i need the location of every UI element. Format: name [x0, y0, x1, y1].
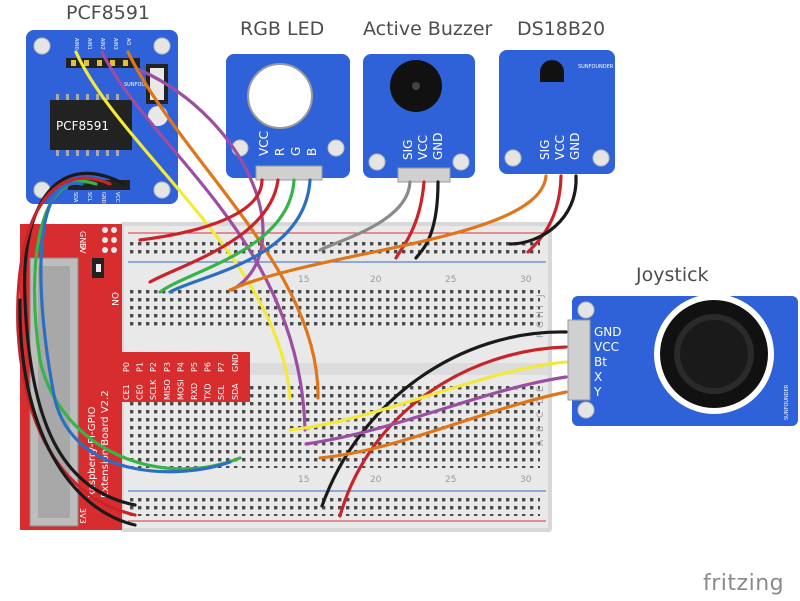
pcf-pin-ain1: AIN1 [86, 38, 92, 50]
gpio-pin-number: P5 [190, 362, 199, 372]
title-joystick: Joystick [636, 264, 709, 286]
gpio-board-subtitle: Extension Board V2.2 [100, 390, 111, 498]
ds18b20-pin-sig: SIG [538, 140, 552, 160]
joystick-brand: SUNFOUNDER [784, 384, 790, 420]
pcf-brand: SUNFOUNDER [124, 82, 160, 88]
pcf-pin-ain3: AIN3 [112, 38, 118, 50]
ds18b20-pin-gnd: GND [568, 132, 582, 160]
title-pcf8591: PCF8591 [66, 2, 151, 24]
buzzer-module: SIG VCC GND [363, 54, 475, 183]
bb-col-15-bottom: 15 [298, 475, 309, 485]
joystick-pin-gnd: GND [594, 325, 622, 339]
gpio-pin-label: SDA [231, 383, 240, 400]
gpio-pin-label: CE0 [136, 384, 145, 400]
gpio-3v3-label: 3V3 [78, 508, 87, 524]
pcf8591-module: AIN0 AIN1 AIN2 AIN3 AO SUNFOUNDER PCF859… [26, 30, 178, 204]
wires [16, 50, 578, 527]
title-active-buzzer: Active Buzzer [363, 18, 493, 40]
gpio-pin-number: P3 [163, 362, 172, 372]
bb-row-letter: D [536, 397, 546, 404]
rgb-pin-b: B [305, 148, 319, 156]
gpio-pin-label: TXD [204, 383, 213, 401]
gpio-5v-label: 5V [78, 243, 87, 254]
bb-col-20-bottom: 20 [370, 475, 382, 485]
gpio-pin-label: SCLK [149, 379, 158, 400]
gpio-pin-number: P6 [204, 362, 213, 372]
joystick-pin-x: X [594, 370, 602, 384]
bb-row-letter: G [536, 321, 546, 328]
gpio-pin-number: P0 [122, 362, 131, 372]
bb-col-25: 25 [445, 275, 456, 285]
bb-row-letter: H [536, 311, 546, 318]
gpio-pin-label: CE1 [122, 384, 131, 400]
gpio-pin-label: RXD [190, 383, 199, 400]
bb-col-15: 15 [298, 275, 309, 285]
bb-col-30-bottom: 30 [520, 475, 532, 485]
fritzing-logo: fritzing [703, 571, 785, 596]
pcf-pin-ain2: AIN2 [99, 38, 105, 50]
pcf-pin-gnd: GND [100, 192, 106, 204]
bb-row-letter: C [536, 412, 546, 418]
pcf-pin-sda: SDA [72, 192, 78, 203]
buzzer-pin-vcc: VCC [416, 135, 430, 160]
ds18b20-module: SUNFOUNDER SIG VCC GND [499, 50, 615, 174]
ds18b20-pin-vcc: VCC [553, 135, 567, 160]
pcf-pin-ao: AO [125, 38, 131, 45]
bb-col-20: 20 [370, 275, 382, 285]
bb-row-letter: F [536, 333, 546, 338]
gpio-pin-label: SCL [217, 384, 226, 400]
joystick-pin-bt: Bt [594, 355, 607, 369]
rgb-pin-vcc: VCC [257, 131, 271, 156]
bb-col-30: 30 [520, 275, 532, 285]
title-rgb-led: RGB LED [240, 18, 325, 40]
gpio-gnd-label: GND [78, 231, 87, 249]
rgb-pin-g: G [289, 147, 303, 156]
buzzer-pin-gnd: GND [431, 132, 445, 160]
gpio-pin-number: P2 [149, 362, 158, 372]
bb-col-25-bottom: 25 [445, 475, 456, 485]
bb-row-letter: J [536, 294, 546, 298]
gpio-pin-number: GND [231, 354, 240, 372]
bb-row-letter: B [536, 426, 546, 432]
gpio-pin-number: P4 [176, 362, 185, 372]
title-ds18b20: DS18B20 [517, 18, 606, 40]
pcf-chip-label: PCF8591 [56, 119, 109, 133]
buzzer-pin-sig: SIG [401, 140, 415, 160]
pcf-pin-scl: SCL [86, 192, 92, 202]
bb-row-letter: I [536, 305, 546, 308]
gpio-pin-number: P1 [136, 362, 145, 372]
joystick-pin-vcc: VCC [594, 340, 619, 354]
pcf-pin-vcc: VCC [114, 192, 120, 203]
gpio-on-label: ON [109, 292, 119, 306]
gpio-pin-number: P7 [217, 362, 226, 372]
rgb-led-module: VCC R G B [226, 54, 350, 181]
ds18b20-brand: SUNFOUNDER [578, 64, 614, 70]
bb-row-letter: A [536, 439, 546, 446]
bb-row-letter: E [536, 386, 546, 392]
gpio-pin-label: MOSI [176, 379, 185, 400]
joystick-module: GND VCC Bt X Y SUNFOUNDER [567, 294, 798, 426]
gpio-pin-label: MISO [163, 379, 172, 400]
rgb-pin-r: R [273, 148, 287, 156]
joystick-pin-y: Y [593, 385, 602, 399]
pcf-pin-ain0: AIN0 [73, 38, 79, 50]
